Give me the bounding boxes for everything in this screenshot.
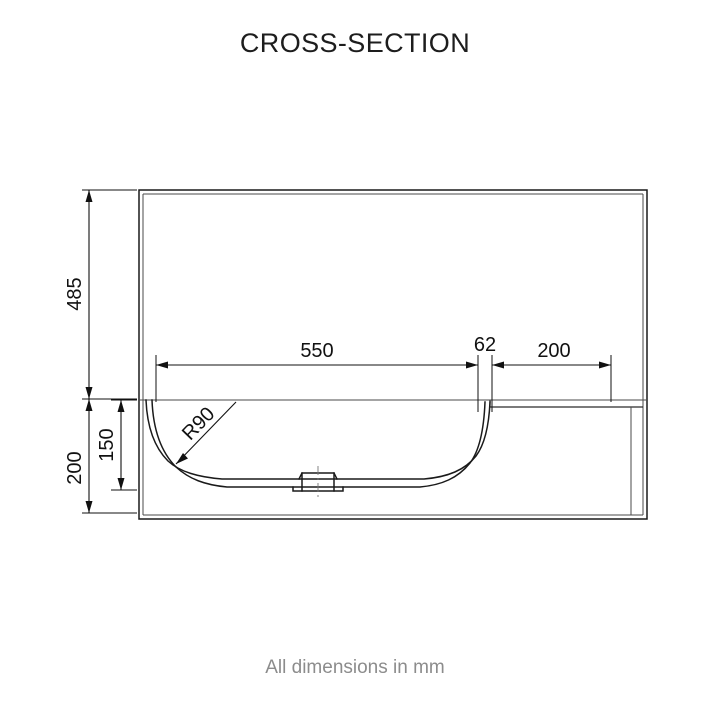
outer-body-outline xyxy=(138,189,648,520)
drain-recess-group xyxy=(292,466,344,497)
arrow-485-bottom xyxy=(85,387,93,399)
radius-leader-arrow xyxy=(176,453,188,464)
arrow-200h-left xyxy=(492,361,504,369)
dim-label-485: 485 xyxy=(64,277,86,310)
dim-label-200-vertical: 200 xyxy=(64,451,86,484)
units-footnote: All dimensions in mm xyxy=(265,657,445,678)
arrow-200h-right xyxy=(599,361,611,369)
arrow-200v-top xyxy=(85,399,93,411)
deck-surface-group xyxy=(139,399,647,515)
dim-label-150: 150 xyxy=(96,428,118,461)
basin-bowl-profile-group xyxy=(145,399,491,488)
arrow-550-right xyxy=(466,361,478,369)
dim-label-62: 62 xyxy=(474,334,496,356)
arrow-150-bottom xyxy=(117,478,125,490)
vertical-dimension-outer-group: 485 200 xyxy=(64,189,137,514)
dim-label-550: 550 xyxy=(300,340,333,362)
radius-label-r90: R90 xyxy=(178,403,219,445)
arrow-550-left xyxy=(156,361,168,369)
radius-leader-line xyxy=(175,401,237,465)
horizontal-dimension-group: 550 62 200 xyxy=(155,334,612,412)
drawing-title: CROSS-SECTION xyxy=(240,28,470,58)
arrow-200v-bottom xyxy=(85,501,93,513)
cabinet-outline-group xyxy=(138,189,648,520)
radius-callout-group: R90 xyxy=(175,401,237,465)
vertical-dimension-bowl-depth-group: 150 xyxy=(96,399,137,491)
bowl-inner-surface xyxy=(145,399,491,480)
arrow-150-top xyxy=(117,400,125,412)
arrow-485-top xyxy=(85,190,93,202)
bowl-outer-surface xyxy=(151,399,486,488)
dim-label-200-horizontal: 200 xyxy=(537,340,570,362)
